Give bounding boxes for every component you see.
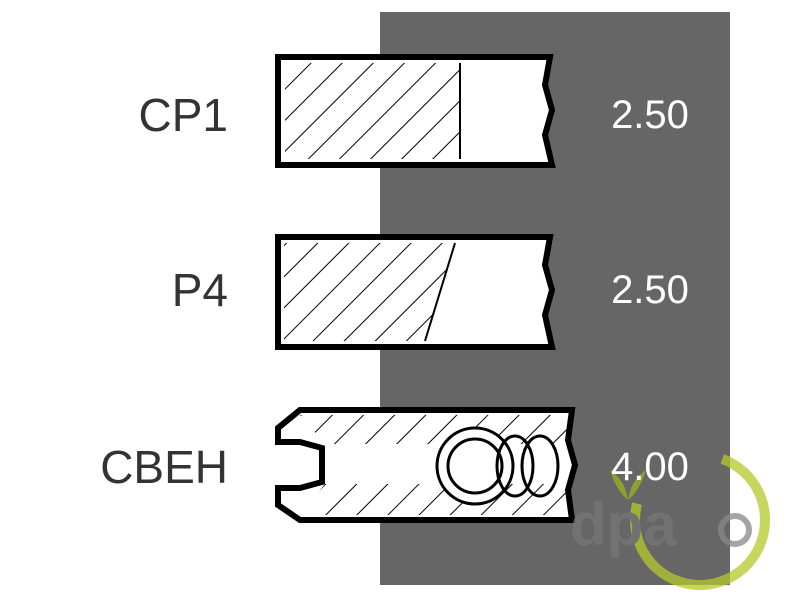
watermark-logo: dpa [570, 450, 770, 590]
ring-value-p4: 2.50 [611, 268, 689, 312]
ring-label-p4: P4 [171, 264, 228, 316]
ring-label-cp1: CP1 [138, 89, 228, 141]
ring-cbeh-section [275, 407, 579, 523]
ring-label-cbeh: CBEH [100, 441, 228, 493]
svg-text:dpa: dpa [570, 491, 677, 558]
ring-value-cbeh: 4.00 [611, 445, 689, 489]
ring-cp1-section [275, 54, 556, 168]
ring-p4-section [275, 234, 556, 350]
ring-value-cp1: 2.50 [611, 93, 689, 137]
